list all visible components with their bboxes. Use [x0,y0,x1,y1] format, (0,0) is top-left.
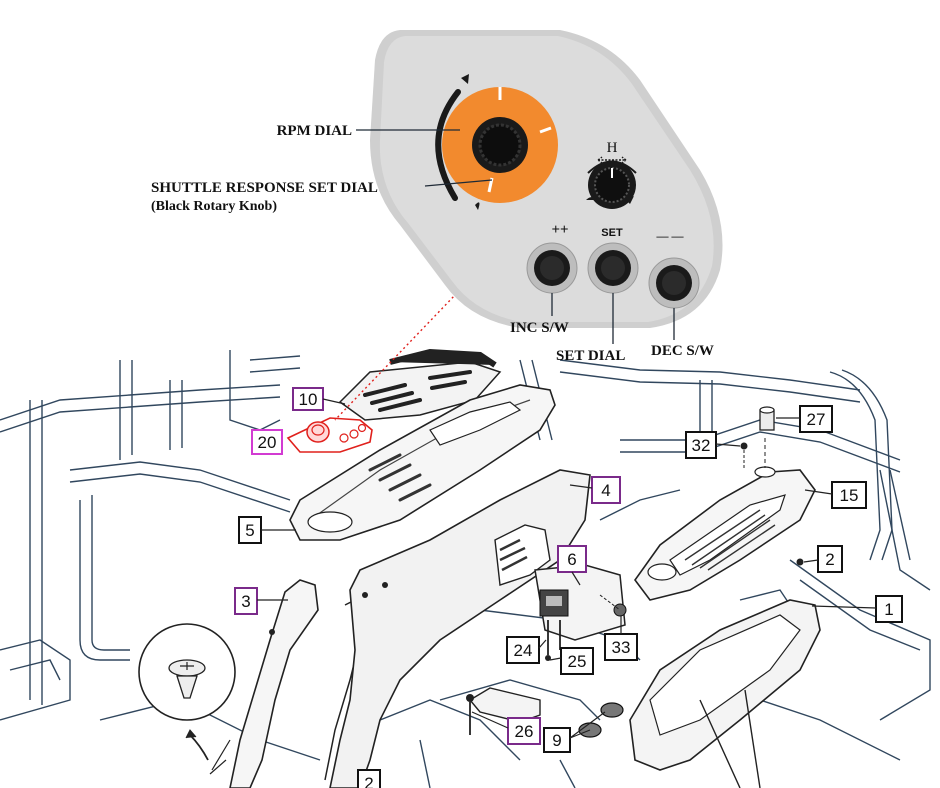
callout-25[interactable]: 25 [549,647,594,675]
shuttle-response-knob[interactable] [587,160,637,209]
callout-33[interactable]: 33 [604,616,638,661]
svg-text:33: 33 [612,638,631,657]
svg-text:25: 25 [568,652,587,671]
svg-text:2: 2 [825,550,834,569]
set-symbol: SET [601,227,623,239]
callout-5[interactable]: 5 [238,516,296,544]
inc-switch[interactable] [526,242,578,294]
dec-symbol: — — [656,229,685,243]
svg-text:3: 3 [241,592,250,611]
part-20-panel-highlight [286,417,373,453]
callout-1[interactable]: 1 [811,595,903,623]
inc-symbol: ++ [551,222,568,238]
shuttle-dial-label: SHUTTLE RESPONSE SET DIAL [151,180,378,196]
part-10-plate [338,348,502,421]
part-32-screw [740,442,748,470]
rabbit-icon [626,196,634,204]
set-dial-button[interactable] [587,242,639,294]
callout-20[interactable]: 20 [251,429,283,455]
dec-sw-label: DEC S/W [651,343,714,359]
turtle-icon [586,197,598,200]
callout-10[interactable]: 10 [292,387,346,411]
part-2-screw [796,558,804,566]
svg-text:32: 32 [692,436,711,455]
callout-27[interactable]: 27 [776,405,833,433]
callout-15[interactable]: 15 [804,481,867,509]
callout-3[interactable]: 3 [234,587,288,615]
part-6-bracket [534,564,627,661]
dec-switch[interactable] [648,257,700,309]
callout-4[interactable]: 4 [569,476,621,504]
callout-24[interactable]: 24 [506,636,547,664]
svg-text:4: 4 [601,481,610,500]
shuttle-dial-sublabel: (Black Rotary Knob) [151,199,277,214]
rpm-dial[interactable] [442,87,558,203]
svg-text:10: 10 [299,390,318,409]
callout-26[interactable]: 26 [471,711,541,745]
callout-32[interactable]: 32 [685,431,741,459]
panel-leader-lines [356,129,675,344]
part-5-console [289,384,556,541]
h-arrows-icon [597,156,627,164]
fastener-detail-inset [138,623,236,775]
callout-6[interactable]: 6 [557,545,587,586]
speed-range-arc-icon [435,74,480,210]
set-dial-label: SET DIAL [556,348,625,364]
part-15-tray [634,438,816,601]
callout-2-bottom[interactable]: 2 [357,769,381,788]
svg-text:15: 15 [840,486,859,505]
svg-text:9: 9 [552,731,561,750]
control-panel-detail: H ++ SET — — [370,30,723,328]
inc-sw-label: INC S/W [510,320,569,336]
svg-text:20: 20 [258,433,277,452]
svg-text:27: 27 [807,410,826,429]
svg-text:2: 2 [364,774,373,788]
svg-text:24: 24 [514,641,533,660]
callout-9[interactable]: 9 [543,711,606,753]
svg-text:6: 6 [567,550,576,569]
callout-2-right[interactable]: 2 [803,545,843,573]
svg-text:26: 26 [515,722,534,741]
part-27-bushing [759,406,775,431]
svg-text:5: 5 [245,521,254,540]
knob-h-mark: H [607,140,618,156]
svg-text:1: 1 [884,600,893,619]
part-1-lower-tray [629,599,821,788]
rpm-dial-label: RPM DIAL [277,123,352,139]
